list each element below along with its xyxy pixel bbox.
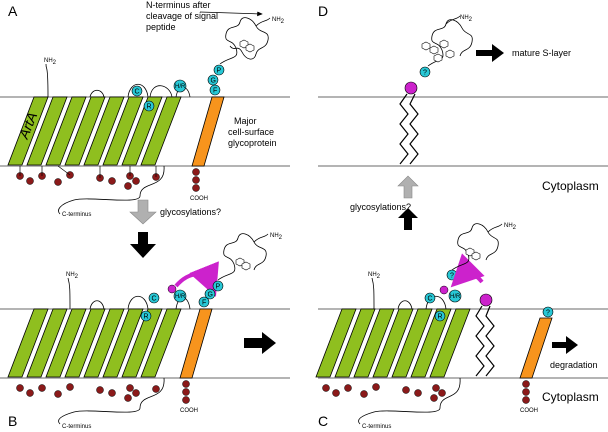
residue-hr — [173, 79, 187, 93]
svg-text:F: F — [213, 88, 217, 95]
mature-s-layer-label: mature S-layer — [512, 48, 571, 58]
svg-text:H/R: H/R — [450, 294, 461, 300]
panel-d: D ? NH2 mature S-layer Cytoplasm — [318, 3, 608, 193]
svg-text:cell-surface: cell-surface — [228, 127, 274, 137]
degradation-arrow — [552, 336, 578, 354]
lipid-headgroup-c — [479, 293, 493, 307]
svg-text:R: R — [438, 314, 443, 321]
cytoplasm-label-c: Cytoplasm — [542, 390, 599, 404]
mature-arrow — [476, 44, 504, 62]
panel-a: A ArtA NH2 C R H/R C-term — [0, 0, 290, 218]
svg-text:H/R: H/R — [175, 294, 186, 300]
svg-text:P: P — [216, 284, 221, 291]
panel-label-b: B — [8, 413, 17, 429]
svg-text:G: G — [211, 78, 216, 85]
svg-text:NH2: NH2 — [504, 223, 517, 231]
svg-text:R: R — [147, 104, 152, 111]
c-terminus-label-a: C-terminus — [62, 212, 91, 218]
svg-text:C-terminus: C-terminus — [362, 424, 391, 430]
cleavage-arrow-b — [174, 261, 219, 297]
svg-text:glycoprotein: glycoprotein — [228, 138, 277, 148]
gray-arrow-up-c — [397, 175, 419, 199]
residue-c — [131, 85, 143, 97]
gray-arrow-down-a — [129, 199, 157, 225]
panel-c: C NH2 C R H/R ? NH2 — [315, 223, 608, 430]
panel-label-c: C — [318, 413, 328, 429]
n-terminus-label: N-terminus after — [146, 0, 211, 10]
cooh-label-a: COOH — [190, 196, 208, 202]
svg-text:COOH: COOH — [180, 408, 198, 414]
arta-protein-c — [315, 308, 471, 378]
svg-text:R: R — [144, 314, 149, 321]
svg-text:C: C — [152, 296, 157, 303]
svg-text:NH2: NH2 — [460, 15, 473, 23]
svg-text:F: F — [202, 300, 206, 307]
svg-text:C-terminus: C-terminus — [62, 424, 91, 430]
svg-text:cleavage of signal: cleavage of signal — [146, 11, 218, 21]
svg-text:NH2: NH2 — [66, 272, 79, 280]
svg-text:?: ? — [423, 70, 427, 77]
arta-protein-b — [7, 308, 182, 378]
glycoprotein-tm — [191, 96, 225, 167]
svg-text:?: ? — [546, 310, 550, 317]
svg-text:H/R: H/R — [175, 84, 186, 90]
svg-text:NH2: NH2 — [368, 272, 381, 280]
svg-text:C: C — [428, 296, 433, 303]
panel-b: B NH2 C R H/R C-terminus — [0, 233, 290, 430]
nh2-label-a: NH2 — [44, 58, 57, 66]
svg-text:P: P — [217, 68, 222, 75]
major-glycoprotein-label: Major — [234, 116, 257, 126]
svg-text:G: G — [208, 292, 213, 299]
svg-text:COOH: COOH — [520, 408, 538, 414]
cytoplasm-label-d: Cytoplasm — [542, 179, 599, 193]
svg-text:C: C — [135, 89, 140, 96]
svg-text:NH2: NH2 — [270, 233, 283, 241]
black-arrow-right-b — [244, 332, 276, 354]
glycosylations-label-a: glycosylations? — [160, 207, 221, 217]
degradation-label: degradation — [550, 360, 598, 370]
black-arrow-down-a — [130, 232, 156, 258]
transfer-arrow-c — [450, 253, 485, 288]
lipid-headgroup-d — [404, 81, 418, 95]
panel-label-d: D — [318, 3, 328, 19]
panel-label-a: A — [8, 3, 18, 19]
svg-text:?: ? — [450, 273, 454, 280]
black-arrow-up-c — [398, 208, 418, 230]
glycosylations-label-c: glycosylations? — [350, 202, 411, 212]
residue-r — [143, 100, 155, 112]
svg-text:peptide: peptide — [146, 22, 176, 32]
cytoplasmic-loops — [16, 171, 160, 190]
nh2-label-glyco-a: NH2 — [272, 17, 285, 25]
